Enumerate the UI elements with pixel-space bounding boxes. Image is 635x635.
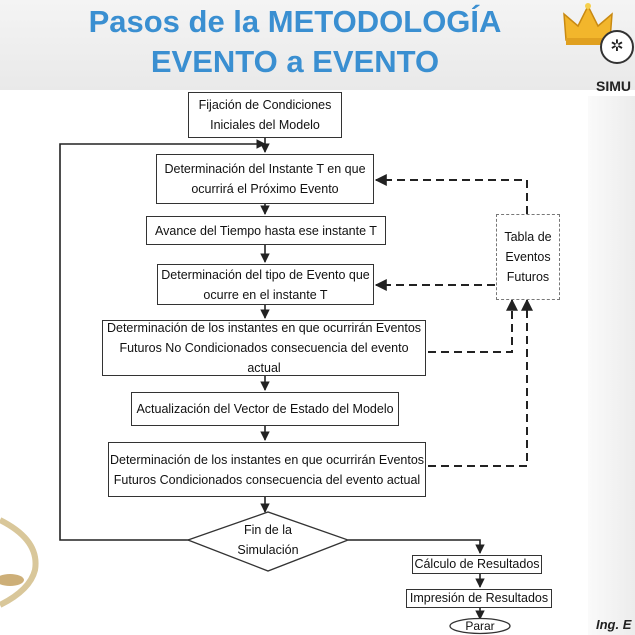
future-events-table: Tabla de Eventos Futuros <box>496 214 560 300</box>
university-logo-icon: ✲ <box>600 30 634 64</box>
slide-title-line-1: Pasos de la METODOLOGÍA <box>88 4 502 39</box>
dashed-unconditioned-to-table <box>428 298 518 353</box>
footer-author-text: Ing. E <box>596 617 632 632</box>
arrow-decision-to-calc <box>348 539 485 554</box>
stop-terminal <box>449 617 511 635</box>
step-initial-conditions: Fijación de Condiciones Iniciales del Mo… <box>188 92 342 138</box>
step-next-event-instant: Determinación del Instante T en que ocur… <box>156 154 374 204</box>
step-unconditioned-events-label: Determinación de los instantes en que oc… <box>106 321 422 375</box>
step-advance-time: Avance del Tiempo hasta ese instante T <box>146 216 386 245</box>
loop-back-arrow <box>59 139 266 541</box>
side-header-text: SIMU <box>596 78 631 94</box>
step-initial-conditions-label: Fijación de Condiciones Iniciales del Mo… <box>198 98 332 132</box>
slide-title-line-2: EVENTO a EVENTO <box>150 44 440 79</box>
terminal-stop-label: Parar <box>465 619 495 633</box>
step-print-results-label: Impresión de Resultados <box>409 591 549 605</box>
decision-end-simulation-label: Fin de la Simulación <box>237 523 299 557</box>
step-unconditioned-events: Determinación de los instantes en que oc… <box>102 320 426 376</box>
side-panel <box>588 96 635 635</box>
step-event-type: Determinación del tipo de Evento que ocu… <box>157 264 374 305</box>
step-print-results: Impresión de Resultados <box>406 589 552 608</box>
future-events-table-label: Tabla de Eventos Futuros <box>504 230 552 284</box>
title-band <box>0 0 635 90</box>
step-conditioned-events: Determinación de los instantes en que oc… <box>108 442 426 497</box>
step-calc-results: Cálculo de Resultados <box>412 555 542 574</box>
step-conditioned-events-label: Determinación de los instantes en que oc… <box>109 452 425 487</box>
dashed-table-to-next-instant <box>374 174 528 214</box>
decorative-hourglass-icon <box>0 517 39 608</box>
step-event-type-label: Determinación del tipo de Evento que ocu… <box>161 267 370 302</box>
step-calc-results-label: Cálculo de Resultados <box>414 557 540 571</box>
step-advance-time-label: Avance del Tiempo hasta ese instante T <box>155 223 377 238</box>
dashed-conditioned-to-table <box>428 298 533 467</box>
step-state-vector-update: Actualización del Vector de Estado del M… <box>131 392 399 426</box>
step-state-vector-update-label: Actualización del Vector de Estado del M… <box>136 402 394 416</box>
step-next-event-instant-label: Determinación del Instante T en que ocur… <box>164 162 366 196</box>
end-decision-diamond <box>186 511 350 572</box>
